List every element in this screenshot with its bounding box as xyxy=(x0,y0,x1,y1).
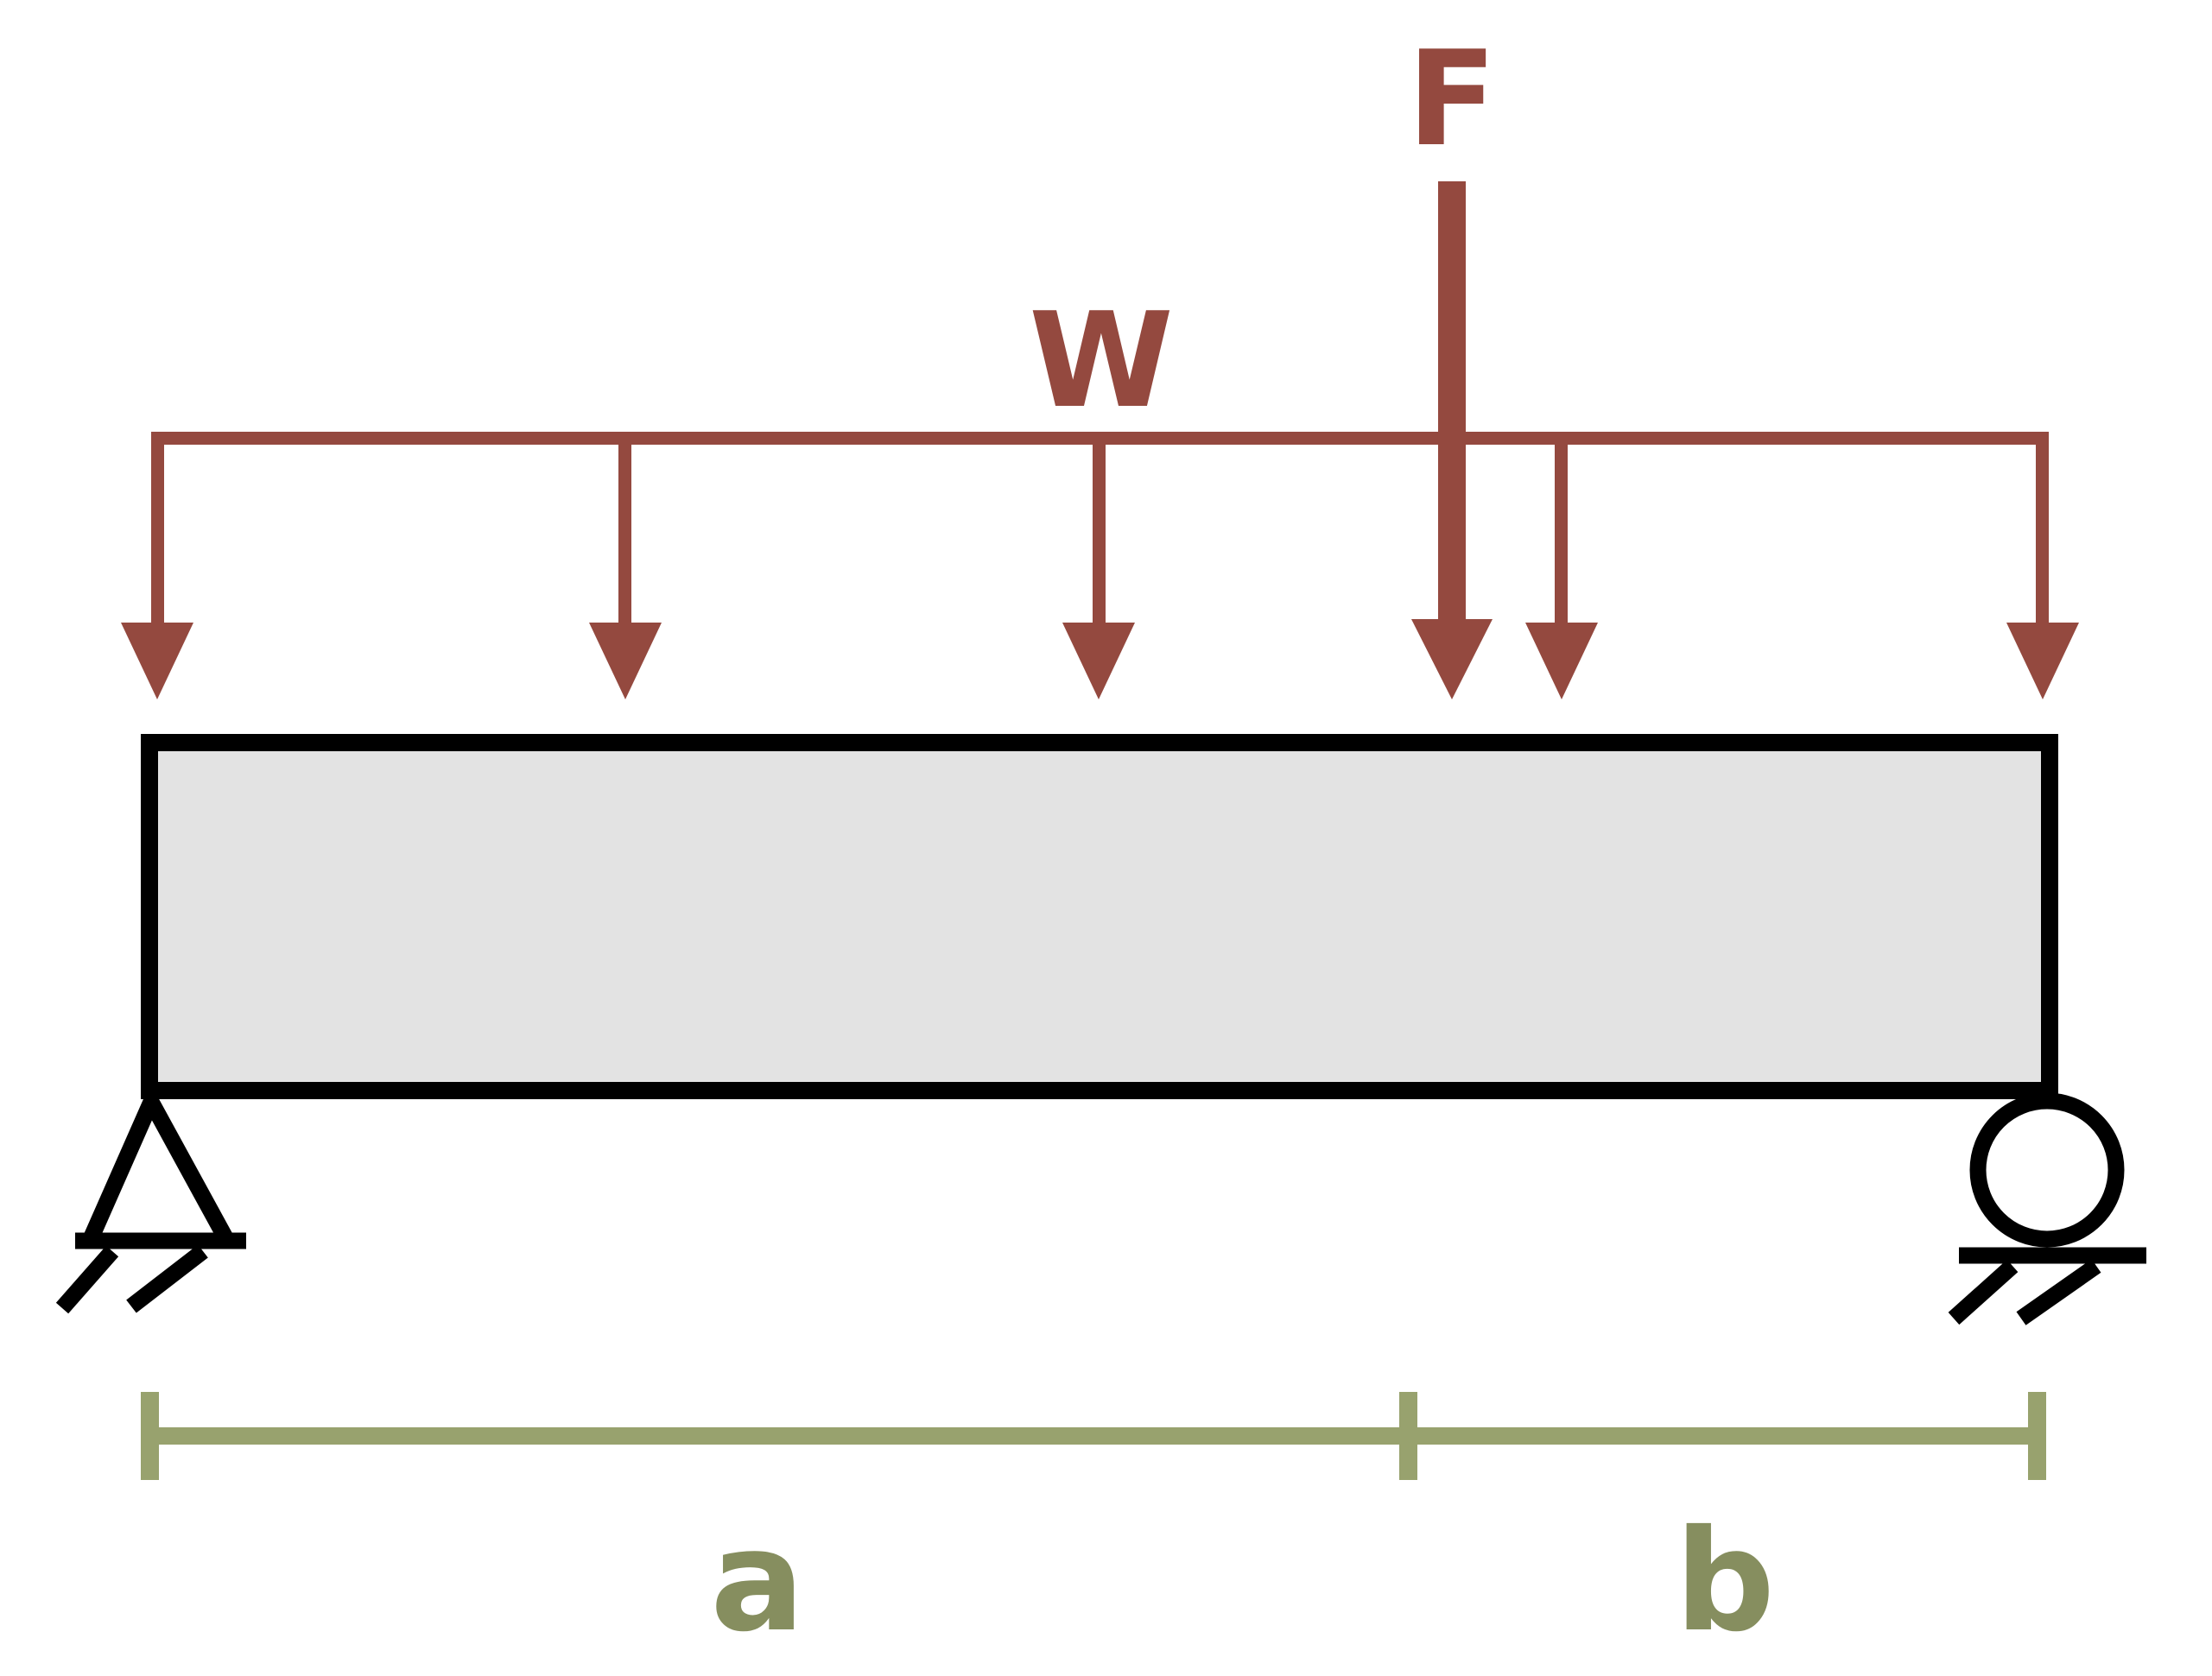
dimension-tick-right xyxy=(2028,1392,2046,1480)
ground-hatch xyxy=(1948,1259,2019,1325)
distributed-load: W xyxy=(121,284,2079,699)
distributed-load-arrow xyxy=(589,432,662,699)
point-load: F xyxy=(1407,22,1497,699)
dimension-line-group xyxy=(141,1392,2046,1480)
ground-hatch xyxy=(126,1244,208,1313)
dimension-tick-middle xyxy=(1399,1392,1417,1480)
roller-support-wheel xyxy=(1969,1092,2125,1248)
dimension-line xyxy=(141,1427,2046,1445)
point-load-label: F xyxy=(1407,22,1497,175)
span-b-label: b xyxy=(1675,1501,1775,1663)
pin-support xyxy=(55,1083,246,1314)
pin-support-triangle xyxy=(82,1083,235,1245)
ground-hatch xyxy=(2016,1259,2101,1325)
beam-body xyxy=(141,734,2058,1099)
ground-hatch xyxy=(55,1245,119,1314)
point-load-arrow xyxy=(1411,181,1493,699)
span-a-label: a xyxy=(710,1501,804,1663)
distributed-load-label: W xyxy=(1029,284,1174,437)
distributed-load-arrow xyxy=(121,432,193,699)
distributed-load-arrow xyxy=(2006,432,2079,699)
distributed-load-arrow xyxy=(1525,432,1598,699)
beam xyxy=(141,734,2058,1099)
dimension-tick-left xyxy=(141,1392,159,1480)
roller-support xyxy=(1948,1092,2146,1325)
distributed-load-arrow xyxy=(1062,432,1135,699)
